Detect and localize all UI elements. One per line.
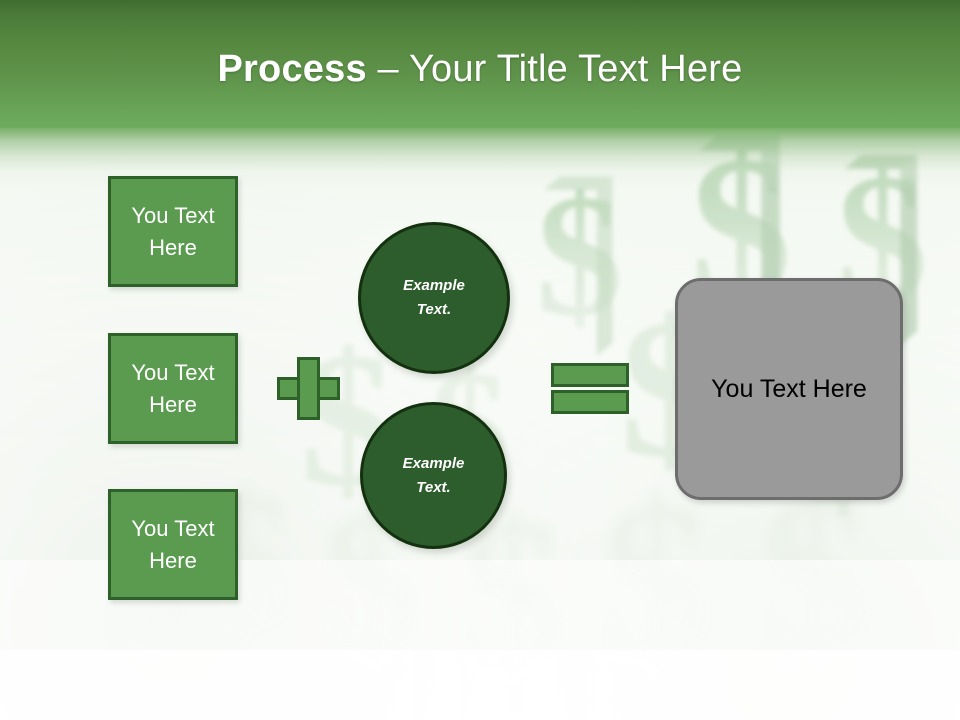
page-title-strong: Process bbox=[217, 48, 367, 90]
input-box-2[interactable]: You Text Here bbox=[108, 333, 238, 444]
input-box-1[interactable]: You Text Here bbox=[108, 176, 238, 287]
plus-icon bbox=[277, 357, 340, 420]
equals-icon-top-bar bbox=[551, 363, 629, 387]
title-banner bbox=[0, 0, 960, 128]
plus-icon-center-patch bbox=[300, 380, 317, 397]
input-box-2-label: You Text Here bbox=[131, 359, 215, 417]
page-title: Process – Your Title Text Here bbox=[0, 46, 960, 92]
result-box-label: You Text Here bbox=[711, 374, 867, 403]
example-circle-2-label: Example Text. bbox=[402, 454, 465, 496]
input-box-3-label: You Text Here bbox=[131, 515, 215, 573]
example-circle-1[interactable]: Example Text. bbox=[358, 222, 510, 374]
input-box-1-label: You Text Here bbox=[131, 202, 215, 260]
result-box[interactable]: You Text Here bbox=[675, 278, 903, 500]
equals-icon bbox=[551, 363, 629, 414]
input-box-3[interactable]: You Text Here bbox=[108, 489, 238, 600]
page-title-rest: – Your Title Text Here bbox=[366, 48, 743, 90]
example-circle-2[interactable]: Example Text. bbox=[360, 402, 507, 549]
equals-icon-bottom-bar bbox=[551, 390, 629, 414]
example-circle-1-label: Example Text. bbox=[403, 277, 465, 318]
